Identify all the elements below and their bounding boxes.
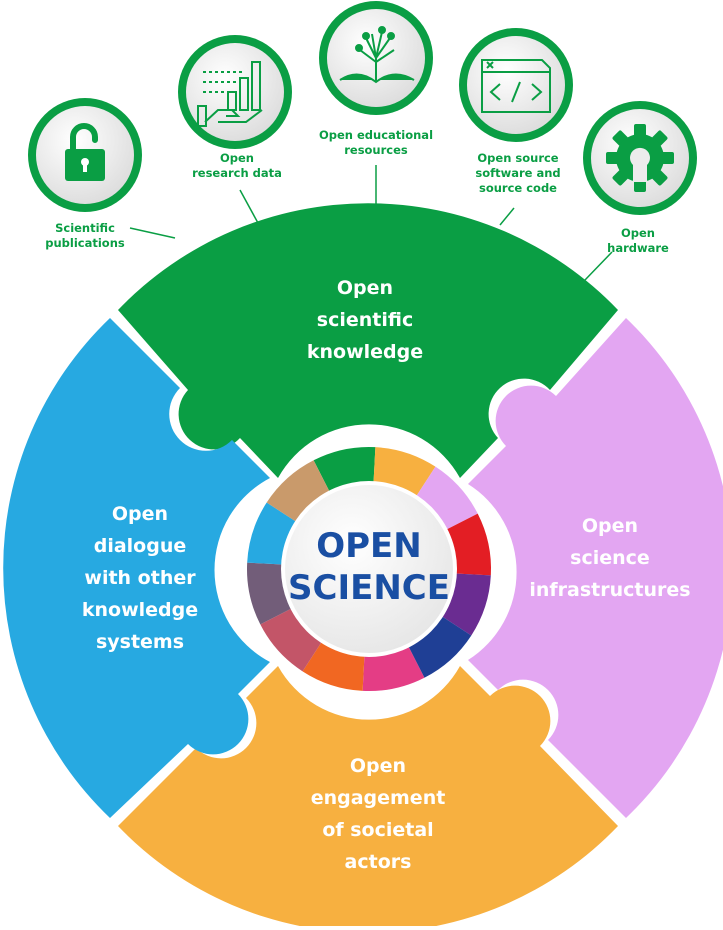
- component-scientific-publications: Scientific publications: [28, 98, 142, 250]
- ring-segment: [266, 460, 331, 524]
- knowledge-piece: [118, 203, 618, 478]
- caption-line: source code: [479, 181, 557, 195]
- engagement-label-line: of societal: [322, 819, 433, 841]
- engagement-label-line: engagement: [311, 787, 446, 809]
- dialogue-label-line: Open: [112, 503, 168, 525]
- caption-line: Open source: [477, 151, 558, 165]
- open-book-plant-icon: [339, 26, 415, 84]
- center-title-line2: SCIENCE: [288, 568, 450, 608]
- caption-line: Scientific: [55, 221, 115, 235]
- caption-line: Open educational: [319, 128, 433, 142]
- segment-open-engagement: [118, 666, 618, 930]
- component-open-source-software: Open source software and source code: [459, 28, 573, 195]
- infrastructures-piece: [468, 318, 723, 818]
- dialogue-label-line: knowledge: [82, 599, 198, 621]
- infrastructures-label-line: Open: [582, 515, 638, 537]
- segment-open-science-infrastructures: [468, 318, 723, 818]
- caption-line: software and: [475, 166, 560, 180]
- label-open-dialogue: Open dialogue with other knowledge syste…: [82, 503, 198, 653]
- infrastructures-label-line: science: [570, 547, 650, 569]
- knowledge-label-line: Open: [337, 277, 393, 299]
- knowledge-label-line: scientific: [317, 309, 413, 331]
- center-title-line1: OPEN: [316, 526, 422, 566]
- connector-lines: [129, 165, 613, 281]
- code-window-icon: [481, 59, 551, 113]
- caption-line: publications: [45, 236, 125, 250]
- component-open-research-data: Open research data: [178, 35, 292, 180]
- label-open-science-infrastructures: Open science infrastructures: [529, 515, 690, 601]
- ring-segment: [414, 466, 478, 531]
- engagement-label-line: actors: [345, 851, 412, 873]
- engagement-label-line: Open: [350, 755, 406, 777]
- infrastructures-label-line: infrastructures: [529, 579, 690, 601]
- caption-line: Open: [220, 151, 254, 165]
- padlock-open-icon: [65, 123, 105, 181]
- caption-line: resources: [344, 143, 408, 157]
- caption-line: research data: [192, 166, 282, 180]
- label-open-engagement: Open engagement of societal actors: [311, 755, 446, 873]
- dialogue-label-line: with other: [84, 567, 196, 589]
- dialogue-piece: [3, 318, 270, 818]
- segment-open-dialogue: [3, 318, 270, 818]
- component-open-educational-resources: Open educational resources: [319, 1, 433, 157]
- center-disc: [285, 485, 453, 653]
- ring-segment: [260, 607, 324, 672]
- data-chart-hand-icon: [197, 61, 263, 127]
- knowledge-label-line: knowledge: [307, 341, 423, 363]
- label-open-scientific-knowledge: Open scientific knowledge: [307, 277, 423, 363]
- segment-open-scientific-knowledge: [118, 203, 618, 478]
- component-open-hardware: Open hardware: [583, 101, 697, 255]
- caption-line: hardware: [607, 241, 669, 255]
- ring-segment: [407, 614, 472, 678]
- dialogue-label-line: dialogue: [94, 535, 187, 557]
- gear-hardware-icon: [606, 124, 674, 192]
- dialogue-label-line: systems: [96, 631, 184, 653]
- caption-line: Open: [621, 226, 655, 240]
- engagement-piece: [118, 666, 618, 930]
